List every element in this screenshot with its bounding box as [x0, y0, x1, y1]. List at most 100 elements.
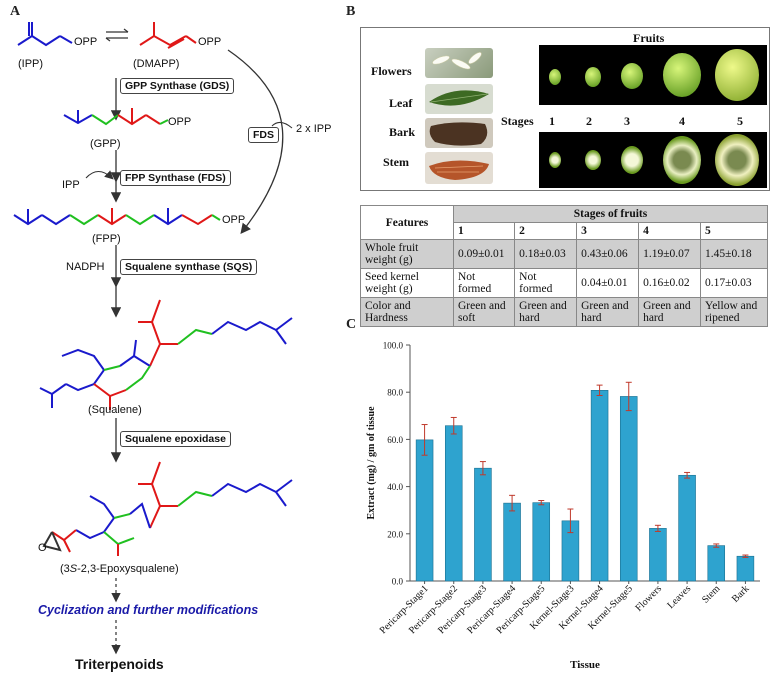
- row-label-whole-fruit-weight: Whole fruit weight (g): [360, 239, 454, 269]
- section-stage4: [663, 136, 701, 184]
- squalene-synthase-box: Squalene synthase (SQS): [120, 259, 258, 275]
- x-tick-label: Leaves: [665, 583, 693, 611]
- table-cell: 1.45±0.18: [700, 239, 768, 269]
- x-tick-label: Bark: [730, 583, 752, 605]
- table-cell: 0.18±0.03: [514, 239, 578, 269]
- stage-col-4: 4: [638, 222, 702, 240]
- fpp-label: (FPP): [92, 233, 121, 245]
- flowers-photo: [425, 48, 493, 78]
- bar: [707, 545, 726, 582]
- bar: [474, 467, 492, 582]
- squalene-structure: [39, 299, 293, 410]
- tissue-label-leaf: Leaf: [389, 96, 413, 110]
- two-ipp-label: 2 x IPP: [296, 123, 332, 135]
- y-tick-label: 80.0: [387, 388, 403, 398]
- table-cell: Green and soft: [452, 297, 516, 327]
- dmapp-opp-label: OPP: [198, 36, 222, 48]
- tissue-photo-panel: Flowers Leaf Bark Stem Fruits Stages 1 2…: [360, 27, 770, 191]
- x-tick-label: Flowers: [633, 583, 664, 614]
- gpp-label: (GPP): [90, 138, 121, 150]
- fruit-stage4: [663, 53, 701, 97]
- stage-number-1: 1: [549, 114, 555, 128]
- section-stage5: [715, 134, 759, 186]
- table-row: Whole fruit weight (g) 0.09±0.01 0.18±0.…: [360, 239, 768, 269]
- table-row: Seed kernel weight (g) Not formed Not fo…: [360, 268, 768, 298]
- y-tick-label: 20.0: [387, 529, 403, 539]
- table-cell: 0.43±0.06: [576, 239, 640, 269]
- section-stage2: [585, 150, 601, 170]
- x-axis-title: Tissue: [570, 659, 600, 671]
- x-tick-label: Stem: [700, 583, 722, 605]
- table-cell: Yellow and ripened: [700, 297, 768, 327]
- stem-photo: [425, 152, 493, 184]
- stage-col-2: 2: [514, 222, 578, 240]
- fpp-opp-label: OPP: [222, 214, 246, 226]
- epoxysqualene-label: (3S-2,3-Epoxysqualene): [60, 563, 179, 575]
- bar: [649, 528, 667, 582]
- bar: [503, 502, 521, 582]
- table-cell: 0.16±0.02: [638, 268, 702, 298]
- dmapp-structure: [139, 22, 197, 49]
- cyclization-label: Cyclization and further modifications: [38, 603, 259, 617]
- fruits-title: Fruits: [633, 31, 665, 45]
- bar: [736, 555, 755, 582]
- panel-c-letter: C: [346, 317, 357, 332]
- dmapp-label: (DMAPP): [133, 58, 180, 70]
- y-tick-label: 100.0: [383, 341, 404, 351]
- table-cell: 0.17±0.03: [700, 268, 768, 298]
- gpp-structure: [63, 108, 169, 126]
- panel-a-letter: A: [10, 4, 21, 19]
- ipp-opp-label: OPP: [74, 36, 98, 48]
- epoxide-oxygen-label: O: [38, 542, 47, 554]
- bar: [444, 425, 463, 582]
- y-tick-label: 0.0: [392, 577, 404, 587]
- table-cell: Green and hard: [638, 297, 702, 327]
- y-tick-label: 60.0: [387, 435, 403, 445]
- panel-b-letter: B: [346, 4, 356, 19]
- fruit-stage5: [715, 49, 759, 101]
- x-tick-label: Pericarp-Stage1: [378, 583, 431, 636]
- stage-number-3: 3: [624, 114, 630, 128]
- table-cell: Not formed: [452, 268, 516, 298]
- features-header: Features: [360, 205, 454, 240]
- squalene-epoxidase-box: Squalene epoxidase: [120, 431, 231, 447]
- y-tick-label: 40.0: [387, 482, 403, 492]
- fpp-synthase-box: FPP Synthase (FDS): [120, 170, 231, 186]
- fruit-stage2: [585, 67, 601, 87]
- nadph-label: NADPH: [66, 261, 105, 273]
- pathway-structures: [13, 22, 293, 655]
- epoxysqualene-structure: [42, 461, 293, 556]
- tissue-label-flowers: Flowers: [371, 64, 412, 78]
- table-cell: 0.04±0.01: [576, 268, 640, 298]
- fpp-structure: [13, 208, 221, 226]
- section-stage3: [621, 146, 643, 174]
- bar: [678, 474, 696, 582]
- row-label-seed-kernel-weight: Seed kernel weight (g): [360, 268, 454, 298]
- bar: [532, 502, 551, 582]
- stage-number-5: 5: [737, 114, 743, 128]
- table-header-row: Features Stages of fruits: [360, 205, 768, 240]
- sectioned-fruits-photo: [539, 132, 767, 188]
- extract-bar-chart: 0.020.040.060.080.0100.0Pericarp-Stage1P…: [366, 341, 760, 671]
- table-cell: 0.09±0.01: [452, 239, 516, 269]
- stage-number-2: 2: [586, 114, 592, 128]
- fruit-stage1: [549, 69, 561, 85]
- tissue-label-bark: Bark: [389, 125, 416, 139]
- ipp-structure: [17, 22, 73, 47]
- stage-number-4: 4: [679, 114, 685, 128]
- table-row: Color and Hardness Green and soft Green …: [360, 297, 768, 327]
- table-cell: Green and hard: [514, 297, 578, 327]
- y-axis-title: Extract (mg) / gm of tissue: [366, 406, 377, 520]
- stage-col-5: 5: [700, 222, 768, 240]
- section-stage1: [549, 152, 561, 168]
- ipp-side-label: IPP: [62, 179, 80, 191]
- equilibrium-arrows: [105, 28, 129, 42]
- stage-col-3: 3: [576, 222, 640, 240]
- stages-of-fruits-header: Stages of fruits: [453, 205, 768, 223]
- stages-label: Stages: [501, 114, 534, 128]
- whole-fruits-photo: [539, 45, 767, 105]
- table-cell: 1.19±0.07: [638, 239, 702, 269]
- fruit-stage3: [621, 63, 643, 89]
- table-cell: Not formed: [514, 268, 578, 298]
- ipp-label: (IPP): [18, 58, 44, 70]
